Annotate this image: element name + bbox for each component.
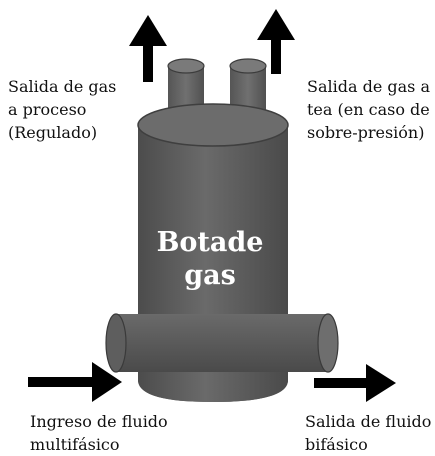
label-fluid-out: Salida de fluido bifásico (305, 412, 432, 454)
arrow-up-right-icon (257, 9, 295, 74)
vessel-title: Botade gas (156, 227, 264, 291)
arrow-right-inlet-icon (28, 362, 122, 402)
label-gas-out-process: Salida de gas a proceso (Regulado) (8, 77, 117, 142)
arrow-right-outlet-icon (314, 364, 396, 402)
label-gas-out-flare: Salida de gas a tea (en caso de sobre-pr… (307, 77, 431, 142)
arrow-up-left-icon (129, 15, 167, 82)
bottom-pipe (105, 313, 339, 402)
label-fluid-in: Ingreso de fluido multifásico (30, 412, 168, 454)
